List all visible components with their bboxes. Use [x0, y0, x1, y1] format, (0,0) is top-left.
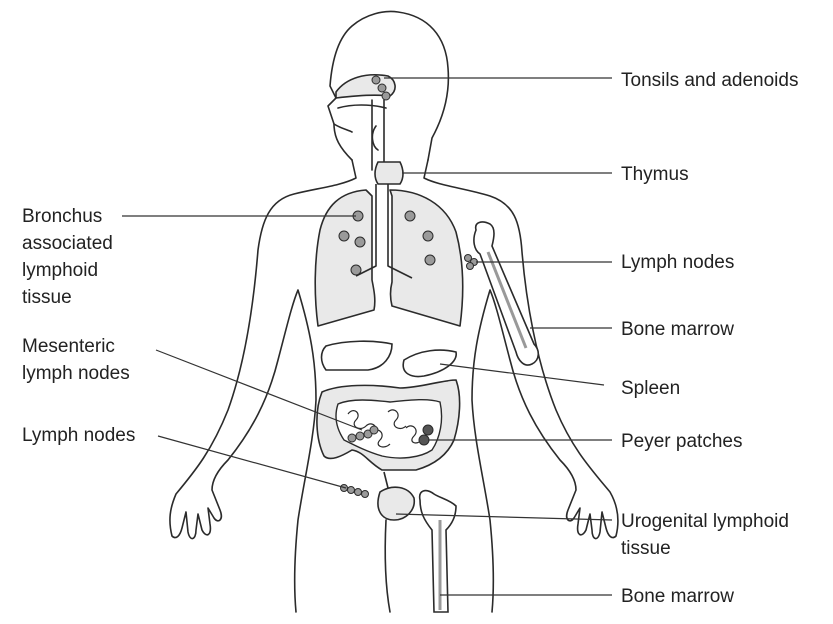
label-thymus: Thymus — [621, 164, 689, 185]
label-bone-marrow-leg: Bone marrow — [621, 586, 734, 607]
thymus-shape — [374, 161, 404, 185]
label-urogenital: Urogenital lymphoid tissue — [621, 511, 789, 559]
bladder — [377, 486, 416, 521]
lymphoid-nodes — [338, 75, 478, 498]
label-spleen: Spleen — [621, 378, 681, 399]
label-peyer: Peyer patches — [621, 431, 743, 452]
label-bronchus: Bronchus associated lymphoid tissue — [22, 206, 113, 308]
label-bone-marrow-arm: Bone marrow — [621, 319, 734, 340]
label-lymph-nodes-right: Lymph nodes — [621, 252, 735, 273]
liver — [320, 340, 393, 371]
femur — [418, 489, 457, 613]
label-lymph-nodes-left: Lymph nodes — [22, 425, 136, 446]
body-outline — [169, 159, 357, 613]
lungs — [314, 184, 464, 327]
spleen-shape — [402, 349, 457, 378]
label-mesenteric: Mesenteric lymph nodes — [22, 336, 130, 384]
leader-lines — [122, 77, 613, 596]
label-tonsils: Tonsils and adenoids — [621, 70, 799, 91]
body-outline-right — [423, 159, 619, 613]
